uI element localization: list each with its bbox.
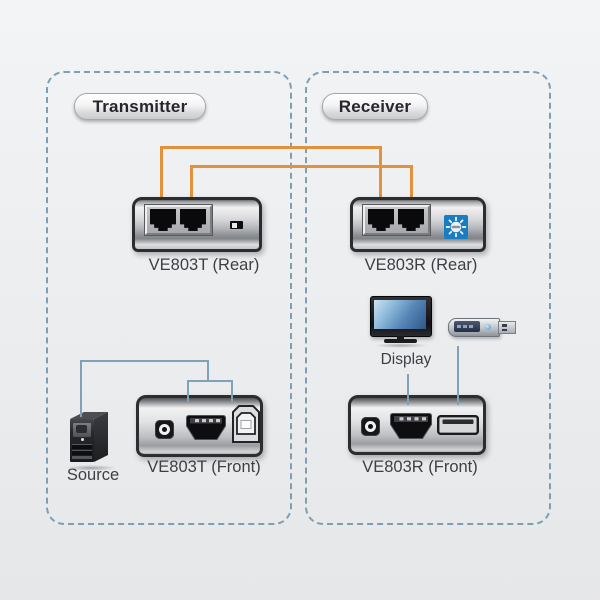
- cat5-cable-1-left: [160, 146, 163, 199]
- display-label: Display: [380, 351, 432, 368]
- source-connection-line: [187, 380, 189, 402]
- power-jack-icon: [361, 417, 380, 436]
- usb-drive-led: [485, 323, 491, 330]
- rj45-port-icon: [398, 209, 424, 231]
- rj45-panel: [363, 205, 430, 235]
- rj45-port-icon: [368, 209, 394, 231]
- source-connection-line: [187, 380, 233, 382]
- monitor-shadow: [374, 343, 428, 348]
- source-connection-line: [80, 360, 209, 362]
- cat5-cable-1-top: [160, 146, 382, 149]
- receiver-panel: Receiver: [305, 71, 551, 525]
- display-connection-line: [407, 374, 409, 405]
- rj45-port-icon: [180, 209, 206, 231]
- monitor-base: [384, 339, 417, 343]
- ve803t-rear-device: [132, 197, 262, 252]
- power-jack-icon: [155, 420, 174, 439]
- cat5-cable-1-right: [379, 146, 382, 199]
- usb-flash-drive-icon: [448, 318, 516, 337]
- usb-b-port-icon: [232, 405, 260, 443]
- transmitter-badge: Transmitter: [74, 93, 206, 120]
- source-connection-line: [207, 360, 209, 382]
- usb-drive-connection-line: [457, 346, 459, 405]
- tower-top: [70, 412, 108, 419]
- monitor-bezel: [370, 296, 432, 337]
- transmitter-badge-label: Transmitter: [92, 96, 188, 116]
- ve803r-front-device: [348, 395, 486, 455]
- usb-a-port-icon: [437, 415, 479, 435]
- cat5-cable-2-right: [410, 165, 413, 199]
- hdmi-port-icon: [390, 413, 432, 439]
- cat5-cable-2-left: [190, 165, 193, 199]
- receiver-badge-label: Receiver: [338, 96, 412, 116]
- ve803t-rear-label: VE803T (Rear): [148, 256, 260, 274]
- source-label: Source: [66, 466, 120, 484]
- source-connection-line: [231, 380, 233, 402]
- ve803t-front-device: [136, 395, 263, 457]
- source-connection-line: [80, 360, 82, 417]
- usb-drive-connector: [498, 321, 516, 334]
- dip-switch-icon: [230, 221, 243, 229]
- transmitter-panel: Transmitter: [46, 71, 292, 525]
- computer-tower-icon: [66, 412, 116, 471]
- usb-drive-label-panel: [454, 321, 480, 332]
- ve803r-front-label: VE803R (Front): [362, 458, 478, 476]
- monitor-icon: [370, 296, 432, 348]
- cat5-cable-2-top: [190, 165, 413, 168]
- tower-side: [94, 412, 108, 462]
- rotary-switch-icon: [444, 215, 468, 239]
- tower-shadow: [66, 465, 116, 471]
- rj45-panel: [145, 205, 212, 235]
- monitor-screen: [374, 300, 426, 329]
- hdmi-port-icon: [186, 415, 226, 440]
- ve803r-rear-device: [350, 197, 486, 252]
- monitor-stand: [397, 336, 404, 340]
- ve803r-rear-label: VE803R (Rear): [364, 256, 478, 274]
- receiver-badge: Receiver: [322, 93, 428, 120]
- tower-front: [70, 419, 94, 462]
- rj45-port-icon: [150, 209, 176, 231]
- ve803t-front-label: VE803T (Front): [147, 458, 261, 476]
